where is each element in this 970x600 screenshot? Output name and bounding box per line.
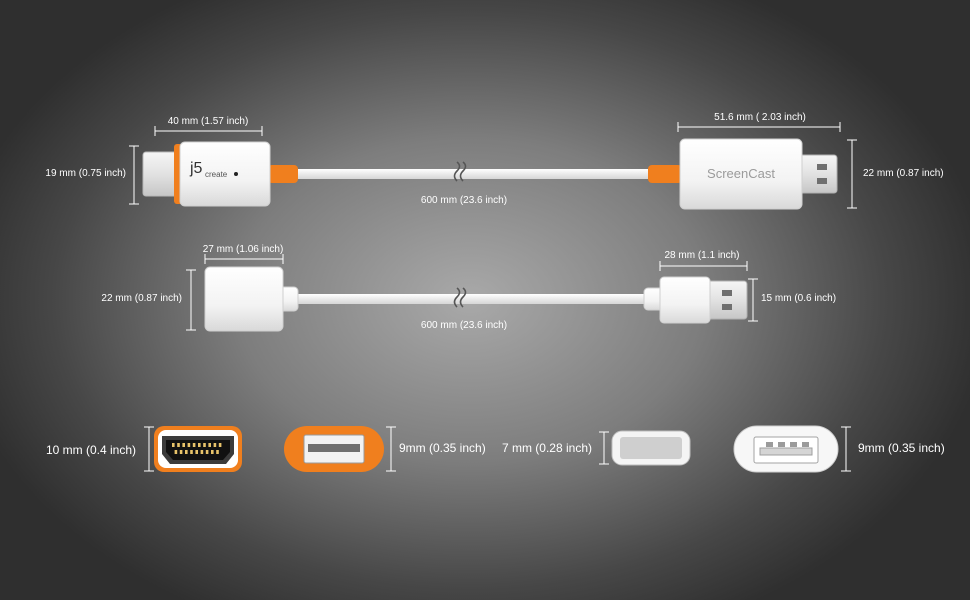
screencast-dongle — [679, 138, 838, 210]
port-dimension-lines — [144, 426, 851, 472]
screencast-label: ScreenCast — [707, 166, 775, 181]
cable-2-dimension-lines — [186, 254, 758, 331]
hdmi-height-label: 19 mm (0.75 inch) — [45, 168, 126, 179]
usb-plug-tip — [704, 280, 748, 320]
cable-1-dimension-lines — [129, 122, 857, 209]
hdmi-port-face — [154, 426, 242, 472]
plug-length-label: 28 mm (1.1 inch) — [664, 250, 740, 261]
logo-j5: j5 — [190, 160, 203, 177]
usb-white-port-face — [611, 430, 691, 466]
logo-create: create — [205, 170, 228, 179]
hdmi-length-label: 40 mm (1.57 inch) — [167, 116, 249, 127]
socket-height-label: 22 mm (0.87 inch) — [101, 293, 182, 304]
led-dot — [234, 172, 238, 176]
usb-plug-end — [643, 276, 748, 324]
usb-socket-face-contacts — [766, 442, 809, 447]
hdmi-plug-body — [179, 141, 271, 207]
usb-white-height-label: 7 mm (0.28 inch) — [501, 441, 592, 455]
cable-1-length-label: 600 mm (23.6 inch) — [420, 195, 508, 206]
dongle-body — [679, 138, 803, 210]
cable-1-wire — [290, 169, 670, 179]
dongle-usb-tip — [796, 154, 838, 194]
usb-orange-height-label: 9mm (0.35 inch) — [399, 441, 486, 455]
hdmi-plug — [142, 141, 271, 207]
plug-height-label: 15 mm (0.6 inch) — [761, 293, 837, 304]
usb-orange-port-face — [284, 426, 384, 472]
cable-2-wire — [290, 294, 660, 304]
usb-socket-end — [204, 266, 299, 332]
cable-2-break-mark — [453, 287, 467, 308]
usb-plug-slot-2 — [722, 304, 732, 310]
cable-1 — [129, 122, 857, 210]
cable-1-left-relief — [268, 165, 298, 183]
usb-plug-slot-1 — [722, 290, 732, 296]
usb-socket-body — [204, 266, 284, 332]
usb-socket-height-label: 9mm (0.35 inch) — [858, 441, 945, 455]
usb-plug-body — [659, 276, 711, 324]
dongle-usb-slot-2 — [817, 178, 827, 184]
cable-1-break-mark — [453, 161, 467, 182]
usb-socket-face-tongue — [759, 447, 813, 456]
dongle-usb-slot-1 — [817, 164, 827, 170]
usb-socket-port-face — [733, 425, 839, 473]
cable-2-length-label: 600 mm (23.6 inch) — [420, 320, 508, 331]
socket-length-label: 27 mm (1.06 inch) — [202, 244, 284, 255]
usb-white-cavity — [620, 437, 682, 459]
hdmi-pins — [172, 443, 222, 454]
cable-1-right-relief — [648, 165, 682, 183]
dongle-length-label: 51.6 mm ( 2.03 inch) — [714, 112, 806, 123]
dongle-height-label: 22 mm (0.87 inch) — [863, 168, 944, 179]
usb-orange-tongue — [308, 444, 360, 452]
cable-2 — [186, 254, 758, 332]
hdmi-port-height-label: 10 mm (0.4 inch) — [45, 443, 136, 457]
